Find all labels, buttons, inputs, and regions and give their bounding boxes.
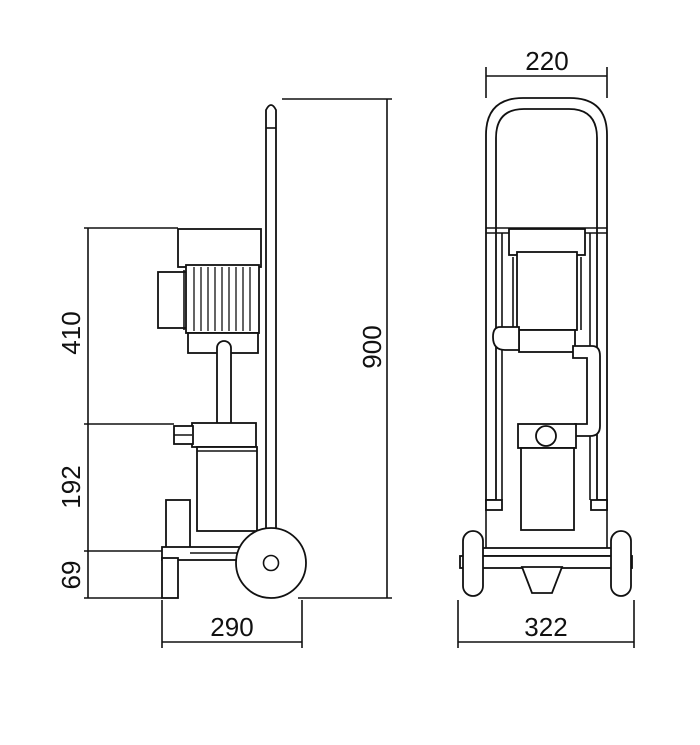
front-wheel-right	[610, 530, 632, 597]
side-wheel-hub	[262, 554, 280, 572]
front-filter-bowl	[520, 447, 575, 531]
front-pipe-left-elbow	[492, 326, 520, 351]
front-motor-cap	[508, 228, 586, 256]
front-motor-body	[516, 251, 578, 331]
front-motor	[508, 228, 586, 353]
dim-label-220: 220	[525, 46, 568, 76]
side-filter	[173, 422, 258, 532]
filter-bowl	[196, 446, 258, 532]
front-pipes	[492, 326, 601, 437]
side-base	[161, 499, 307, 599]
front-base-plate	[477, 547, 615, 557]
dim-label-410: 410	[56, 311, 86, 354]
front-dimension-lines	[457, 67, 635, 648]
front-pipe-right	[572, 345, 601, 437]
dim-label-900: 900	[357, 325, 387, 368]
front-foot-funnel	[520, 566, 564, 594]
side-motor	[157, 228, 262, 354]
dim-label-322: 322	[524, 612, 567, 642]
side-dimension-lines	[84, 98, 392, 648]
side-frame	[265, 104, 277, 544]
dim-label-69: 69	[56, 561, 86, 590]
front-base	[459, 499, 633, 597]
dim-label-290: 290	[210, 612, 253, 642]
motor-cooling-fins	[193, 267, 251, 331]
front-filter	[517, 423, 577, 531]
front-rail-foot-right	[590, 499, 608, 511]
front-filter-gauge	[535, 425, 557, 447]
filter-head	[191, 422, 257, 448]
front-rail-foot-left	[485, 499, 503, 511]
motor-cap	[177, 228, 262, 268]
side-wheel	[235, 527, 307, 599]
front-view: 220 322	[457, 46, 635, 648]
side-small-cylinder	[165, 499, 191, 549]
side-foot	[161, 557, 179, 599]
side-view: 410 192 69 900 290	[56, 98, 392, 648]
front-motor-flange	[518, 329, 576, 353]
front-wheel-left	[462, 530, 484, 597]
dim-label-192: 192	[56, 465, 86, 508]
